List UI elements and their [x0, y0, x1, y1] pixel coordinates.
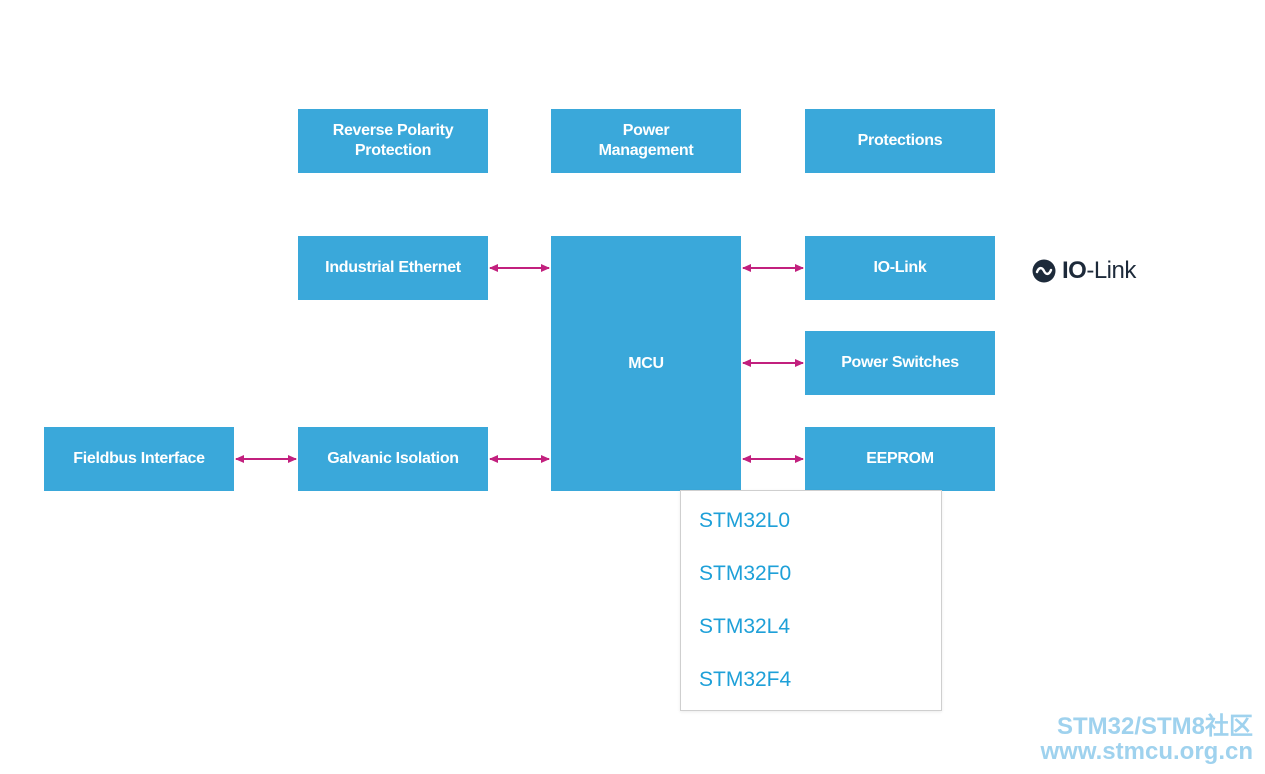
block-label: IO-Link [873, 259, 927, 276]
block-io-link[interactable]: IO-Link [805, 236, 995, 300]
io-link-logo-icon [1032, 259, 1056, 283]
block-label: Protections [857, 132, 943, 149]
io-link-logo: IO-Link [1032, 256, 1136, 286]
block-label: Power Management [598, 122, 694, 159]
block-mcu[interactable]: MCU [551, 236, 741, 491]
io-link-logo-text: IO-Link [1062, 257, 1136, 284]
dropdown-item-stm32l4[interactable]: STM32L4 [699, 615, 791, 638]
block-reverse-polarity-protection[interactable]: Reverse Polarity Protection [298, 109, 488, 173]
block-protections[interactable]: Protections [805, 109, 995, 173]
watermark-line-1: STM32/STM8社区 [1056, 713, 1253, 740]
block-power-management[interactable]: Power Management [551, 109, 741, 173]
dropdown-item-stm32l0[interactable]: STM32L0 [699, 509, 791, 532]
site-watermark: STM32/STM8社区 www.stmcu.org.cn [1041, 714, 1253, 764]
block-fieldbus-interface[interactable]: Fieldbus Interface [44, 427, 234, 491]
block-label: MCU [628, 354, 664, 372]
block-label: Reverse Polarity Protection [332, 122, 454, 159]
dropdown-item-stm32f0[interactable]: STM32F0 [699, 562, 792, 585]
block-industrial-ethernet[interactable]: Industrial Ethernet [298, 236, 488, 300]
block-label: Fieldbus Interface [73, 450, 205, 467]
block-galvanic-isolation[interactable]: Galvanic Isolation [298, 427, 488, 491]
block-label: EEPROM [866, 450, 934, 467]
block-power-switches[interactable]: Power Switches [805, 331, 995, 395]
dropdown-item-stm32f4[interactable]: STM32F4 [699, 668, 792, 691]
block-label: Galvanic Isolation [327, 450, 459, 467]
watermark-line-2: www.stmcu.org.cn [1040, 738, 1253, 765]
block-label: Industrial Ethernet [325, 259, 461, 276]
block-label: Power Switches [841, 354, 959, 371]
block-eeprom[interactable]: EEPROM [805, 427, 995, 491]
mcu-dropdown-menu: STM32L0 STM32F0 STM32L4 STM32F4 [680, 490, 942, 711]
